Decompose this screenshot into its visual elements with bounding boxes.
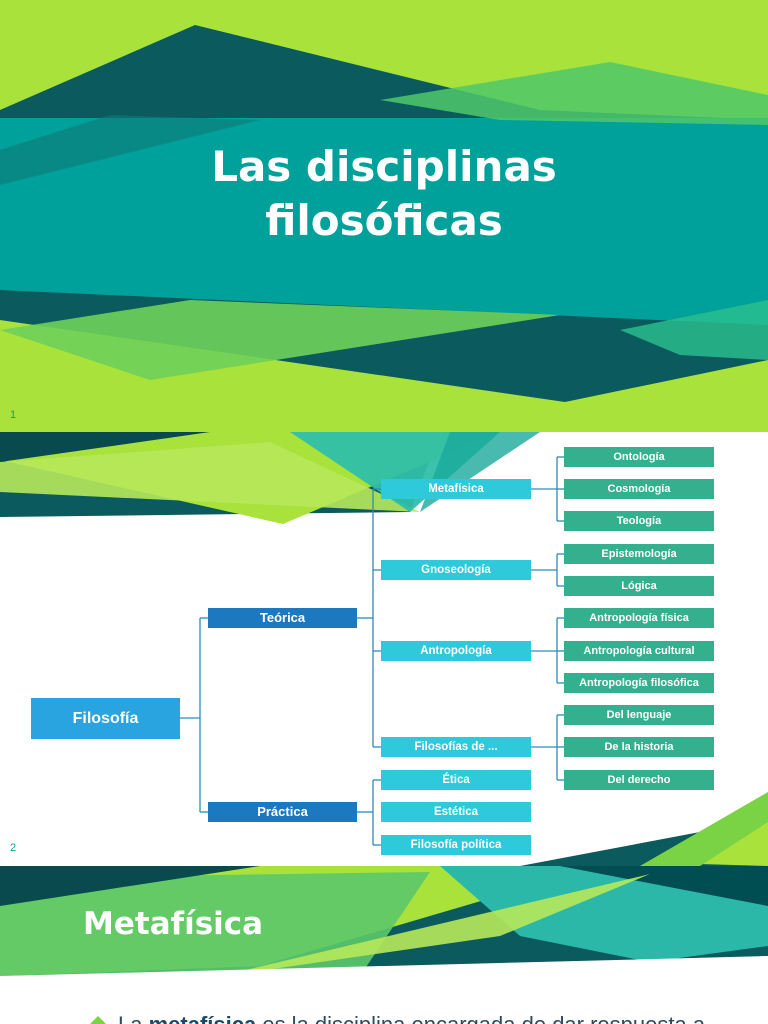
slide-2-background [0, 432, 768, 866]
node-del-lenguaje: Del lenguaje [564, 705, 714, 725]
bullet-prefix: La [118, 1012, 149, 1024]
node-antropologia-filosofica: Antropología filosófica [564, 673, 714, 693]
node-antropologia-fisica: Antropología física [564, 608, 714, 628]
node-gnoseologia: Gnoseología [381, 560, 531, 580]
slide-1-title: Las disciplinas filosóficas [0, 140, 768, 248]
slide-3-bullet-text: La metafísica es la disciplina encargada… [118, 1012, 705, 1024]
slide-1-title-line-2: filosóficas [265, 196, 503, 245]
node-metafisica: Metafísica [381, 479, 531, 499]
concept-map-connectors [180, 456, 564, 846]
node-cosmologia: Cosmología [564, 479, 714, 499]
node-ontologia: Ontología [564, 447, 714, 467]
slide-1-title-line-1: Las disciplinas [211, 142, 557, 191]
slide-1-background [0, 25, 768, 402]
node-antropologia-cultural: Antropología cultural [564, 641, 714, 661]
node-teorica: Teórica [208, 608, 357, 628]
bullet-suffix: es la disciplina encargada de dar respue… [256, 1012, 705, 1024]
node-antropologia: Antropología [381, 641, 531, 661]
node-epistemologia: Epistemología [564, 544, 714, 564]
bullet-keyword: metafísica [149, 1012, 257, 1024]
node-de-la-historia: De la historia [564, 737, 714, 757]
node-logica: Lógica [564, 576, 714, 596]
node-del-derecho: Del derecho [564, 770, 714, 790]
slide-3[interactable]: Metafísica La metafísica es la disciplin… [0, 866, 768, 1024]
slide-1[interactable]: Las disciplinas filosóficas 1 [0, 0, 768, 432]
diamond-bullet-icon [90, 1016, 106, 1024]
slide-3-title: Metafísica [83, 906, 264, 942]
slide-3-background [0, 866, 768, 1024]
slide-1-number: 1 [10, 409, 17, 421]
node-teologia: Teología [564, 511, 714, 531]
node-etica: Ética [381, 770, 531, 790]
node-filosofias-de: Filosofías de ... [381, 737, 531, 757]
slide-2-number: 2 [10, 842, 17, 854]
node-filosofia: Filosofía [31, 698, 180, 739]
node-filosofia-politica: Filosofía política [381, 835, 531, 855]
slide-2[interactable]: Filosofía Teórica Práctica Metafísica Gn… [0, 432, 768, 866]
node-practica: Práctica [208, 802, 357, 822]
node-estetica: Estética [381, 802, 531, 822]
